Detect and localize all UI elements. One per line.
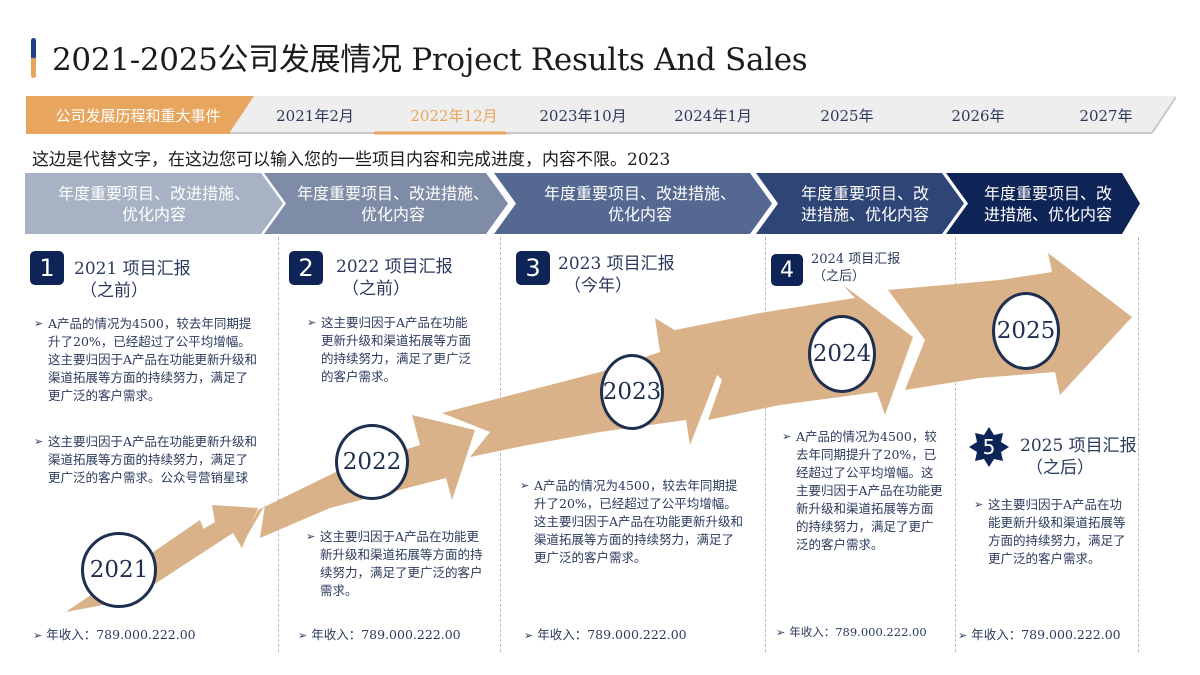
report-bullet: ➢ 这主要归因于A产品在功能更新升级和渠道拓展等方面的持续努力，满足了更广泛的客…: [306, 529, 483, 598]
report-title: 2021 项目汇报 （之前）: [74, 258, 191, 302]
report-title-text: 2025 项目汇报: [1020, 436, 1137, 456]
report-number-badge: 3: [516, 251, 550, 285]
timeline-tab-strip: 公司发展历程和重大事件 2021年2月 2022年12月 2023年10月 20…: [0, 96, 1200, 138]
report-bullet: ➢ A产品的情况为4500，较去年同期提升了20%，已经超过了公平均增幅。这主要…: [782, 429, 943, 552]
bullet-arrow-icon: ➢: [307, 316, 317, 329]
column-divider: [1138, 237, 1139, 652]
chevron-text-line1: 年度重要项目、改: [983, 183, 1112, 203]
report-income: ➢年收入：789.000.222.00: [298, 627, 461, 642]
milestone-circle-2022: 2022: [335, 424, 409, 500]
report-subtitle: （之前）: [80, 281, 148, 301]
report-income: ➢年收入：789.000.222.00: [776, 625, 927, 639]
bullet-arrow-icon: ➢: [782, 430, 792, 443]
tab-label: 2024年1月: [674, 106, 752, 125]
report-number-star-badge: [969, 427, 1009, 467]
tab-label: 2027年: [1079, 106, 1133, 125]
bullet-arrow-icon: ➢: [34, 317, 44, 330]
bullet-arrow-icon: ➢: [306, 530, 316, 543]
chevron-text-line1: 年度重要项目、改: [800, 183, 929, 203]
chevron-text-line2: 优化内容: [360, 204, 425, 224]
report-title: 2022 项目汇报 （之前）: [336, 256, 453, 300]
tab-company-history[interactable]: 公司发展历程和重大事件: [26, 96, 272, 134]
intro-text: 这边是代替文字，在这边您可以输入您的一些项目内容和完成进度，内容不限。2023: [32, 150, 671, 170]
bullet-arrow-icon: ➢: [34, 435, 44, 448]
milestone-year: 2021: [89, 557, 149, 583]
chevron-stage-3: 年度重要项目、改进措施、优化内容: [494, 173, 772, 234]
report-number-badge: 1: [30, 251, 64, 285]
report-bullet: ➢ 这主要归因于A产品在功能更新升级和渠道拓展等方面的持续努力，满足了更广泛的客…: [307, 315, 472, 384]
milestone-circle-2021: 2021: [81, 532, 157, 608]
column-divider: [955, 237, 956, 652]
bullet-arrow-icon: ➢: [974, 498, 984, 511]
milestone-year: 2023: [602, 379, 662, 405]
report-subtitle: （之后）: [1026, 458, 1094, 478]
column-divider: [278, 237, 279, 652]
tab-2024-jan[interactable]: 2024年1月: [630, 96, 796, 134]
milestone-year: 2024: [812, 341, 872, 367]
report-bullet: ➢ A产品的情况为4500，较去年同期提升了20%，已经超过了公平均增幅。这主要…: [520, 478, 744, 565]
chevron-text-line2: 进措施、优化内容: [800, 204, 929, 224]
milestone-year: 2025: [996, 318, 1056, 344]
bullet-arrow-icon: ➢: [524, 629, 534, 642]
chevron-text-line1: 年度重要项目、改进措施、: [296, 183, 489, 203]
chevron-stage-2: 年度重要项目、改进措施、优化内容: [264, 173, 508, 234]
tab-label: 2025年: [820, 106, 874, 125]
report-number-badge: 2: [289, 251, 323, 285]
tab-label: 2026年: [951, 106, 1005, 125]
column-divider: [765, 237, 766, 652]
milestone-circle-2024: 2024: [808, 315, 876, 393]
chevron-text-line2: 进措施、优化内容: [983, 204, 1112, 224]
report-number-badge: 4: [771, 254, 803, 286]
chevron-text-line2: 优化内容: [607, 204, 672, 224]
report-bullet: ➢ 这主要归因于A产品在功能更新升级和渠道拓展等方面的持续努力，满足了更广泛的客…: [974, 497, 1126, 566]
tab-label: 公司发展历程和重大事件: [55, 106, 221, 125]
bullet-arrow-icon: ➢: [520, 479, 530, 492]
report-income: ➢年收入：789.000.222.00: [958, 627, 1121, 642]
tab-2025[interactable]: 2025年: [768, 96, 926, 134]
report-title-text: 2021 项目汇报: [74, 259, 191, 279]
tab-2027[interactable]: 2027年: [1030, 96, 1176, 134]
report-title: 2023 项目汇报 （今年）: [558, 253, 675, 297]
chevron-stage-4: 年度重要项目、改进措施、优化内容: [756, 173, 964, 234]
tab-2026[interactable]: 2026年: [896, 96, 1060, 134]
title-accent-bar: [31, 38, 36, 78]
page-title: 2021-2025公司发展情况 Project Results And Sale…: [52, 42, 808, 78]
report-title-text: 2023 项目汇报: [558, 254, 675, 274]
milestone-circle-2025: 2025: [992, 292, 1060, 370]
tab-label: 2021年2月: [276, 106, 354, 125]
report-title-text: 2022 项目汇报: [336, 257, 453, 277]
milestone-circle-2023: 2023: [600, 354, 664, 430]
chevron-stage-1: 年度重要项目、改进措施、优化内容: [25, 173, 283, 234]
chevron-text-line1: 年度重要项目、改进措施、: [57, 183, 250, 203]
report-income: ➢年收入：789.000.222.00: [524, 627, 687, 642]
tab-2022-dec[interactable]: 2022年12月: [374, 96, 534, 135]
report-income: ➢年收入：789.000.222.00: [33, 627, 196, 642]
bullet-arrow-icon: ➢: [776, 626, 786, 639]
chevron-text-line2: 优化内容: [121, 204, 186, 224]
milestone-year: 2022: [342, 449, 402, 475]
bullet-arrow-icon: ➢: [33, 629, 43, 642]
tab-label: 2023年10月: [539, 106, 627, 125]
report-number-label: 5: [982, 435, 996, 459]
bullet-arrow-icon: ➢: [958, 629, 968, 642]
tab-label: 2022年12月: [410, 106, 498, 125]
report-bullet: ➢ 这主要归因于A产品在功能更新升级和渠道拓展等方面的持续努力，满足了更广泛的客…: [34, 434, 258, 485]
report-bullet: ➢ A产品的情况为4500，较去年同期提升了20%，已经超过了公平均增幅。这主要…: [34, 316, 258, 403]
report-title: 2025 项目汇报 （之后）: [1020, 435, 1137, 479]
chevron-text-line1: 年度重要项目、改进措施、: [543, 183, 736, 203]
report-title-text: 2024 项目汇报: [811, 252, 901, 267]
bullet-arrow-icon: ➢: [298, 629, 308, 642]
report-subtitle: （之后）: [813, 269, 866, 284]
report-subtitle: （之前）: [342, 279, 410, 299]
report-subtitle: （今年）: [564, 276, 632, 296]
report-title: 2024 项目汇报 （之后）: [811, 251, 900, 285]
chevron-stage-5: 年度重要项目、改进措施、优化内容: [946, 173, 1140, 234]
